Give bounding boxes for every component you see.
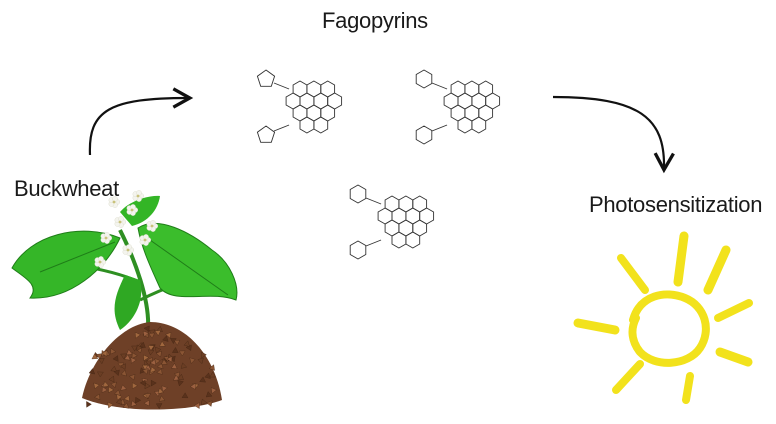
aromatic-ring (457, 116, 473, 134)
aromatic-ring (299, 116, 315, 134)
aromatic-ring (313, 116, 329, 134)
diagram-title: Fagopyrins (322, 8, 428, 33)
arrow-buckwheat-to-fagopyrins (88, 87, 194, 156)
fagopyrin-molecule-1 (256, 69, 343, 143)
fagopyrin-molecule-2 (415, 69, 501, 145)
piperidine-ring (415, 69, 433, 89)
piperidine-ring (349, 184, 367, 204)
pyrrolidine-ring (256, 69, 276, 87)
buckwheat-label: Buckwheat (14, 176, 119, 201)
piperidine-ring (415, 125, 433, 145)
aromatic-ring (391, 231, 407, 249)
aromatic-ring (405, 231, 421, 249)
aromatic-ring (471, 116, 487, 134)
arrow-fagopyrins-to-photosensitization (552, 95, 675, 174)
piperidine-ring (349, 240, 367, 260)
photosensitization-label: Photosensitization (589, 192, 763, 217)
pyrrolidine-ring (256, 125, 276, 143)
buckwheat-plant-image (11, 190, 238, 331)
buckwheat-seed-pile (82, 322, 222, 410)
fagopyrin-molecule-3 (349, 184, 435, 260)
sun-icon (573, 231, 753, 404)
